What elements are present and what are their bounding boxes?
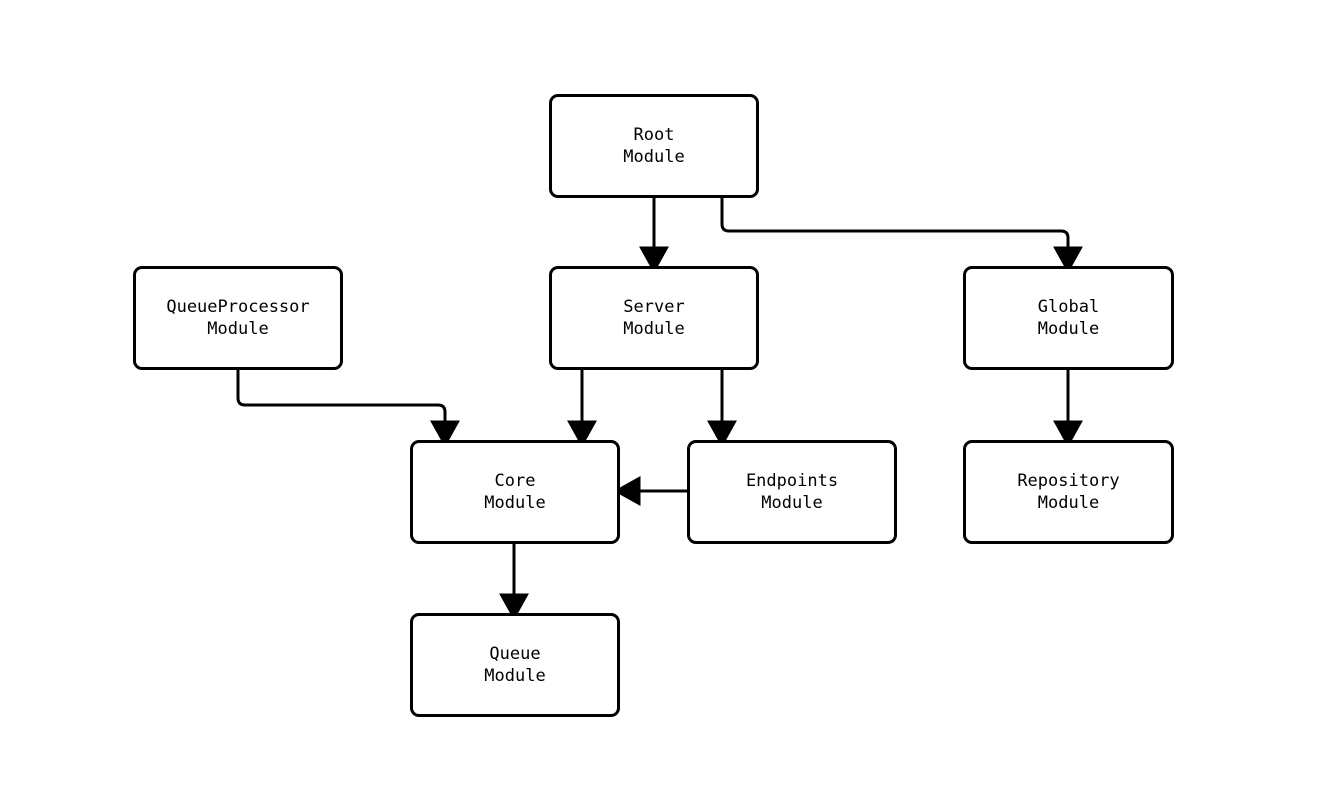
node-label-line1: Endpoints bbox=[745, 471, 839, 491]
node-label-line1: Server bbox=[623, 297, 685, 317]
node-label-line2: Module bbox=[484, 493, 546, 513]
node-root-module[interactable]: Root Module bbox=[549, 94, 759, 198]
node-label-line2: Module bbox=[484, 666, 546, 686]
node-label-line2: Module bbox=[623, 147, 685, 167]
edge-root-global bbox=[720, 198, 1083, 274]
node-label-line1: Queue bbox=[489, 644, 541, 664]
node-label-line1: Repository bbox=[1017, 471, 1120, 491]
node-queueprocessor-module[interactable]: QueueProcessor Module bbox=[133, 266, 343, 370]
node-label-line2: Module bbox=[761, 493, 823, 513]
node-label-line2: Module bbox=[1037, 493, 1100, 513]
node-label-line2: Module bbox=[623, 319, 685, 339]
node-global-module[interactable]: Global Module bbox=[963, 266, 1174, 370]
node-server-module[interactable]: Server Module bbox=[549, 266, 759, 370]
node-label-line1: Root bbox=[633, 125, 675, 145]
node-core-module[interactable]: Core Module bbox=[410, 440, 620, 544]
node-endpoints-module[interactable]: Endpoints Module bbox=[687, 440, 897, 544]
node-repository-module[interactable]: Repository Module bbox=[963, 440, 1174, 544]
node-label-line2: Module bbox=[1037, 319, 1100, 339]
node-label-line1: QueueProcessor bbox=[166, 297, 310, 317]
edge-queueprocessor-core bbox=[236, 370, 460, 448]
node-label-line2: Module bbox=[207, 319, 269, 339]
node-queue-module[interactable]: Queue Module bbox=[410, 613, 620, 717]
node-label-line1: Global bbox=[1037, 297, 1100, 317]
node-label-line1: Core bbox=[494, 471, 536, 491]
